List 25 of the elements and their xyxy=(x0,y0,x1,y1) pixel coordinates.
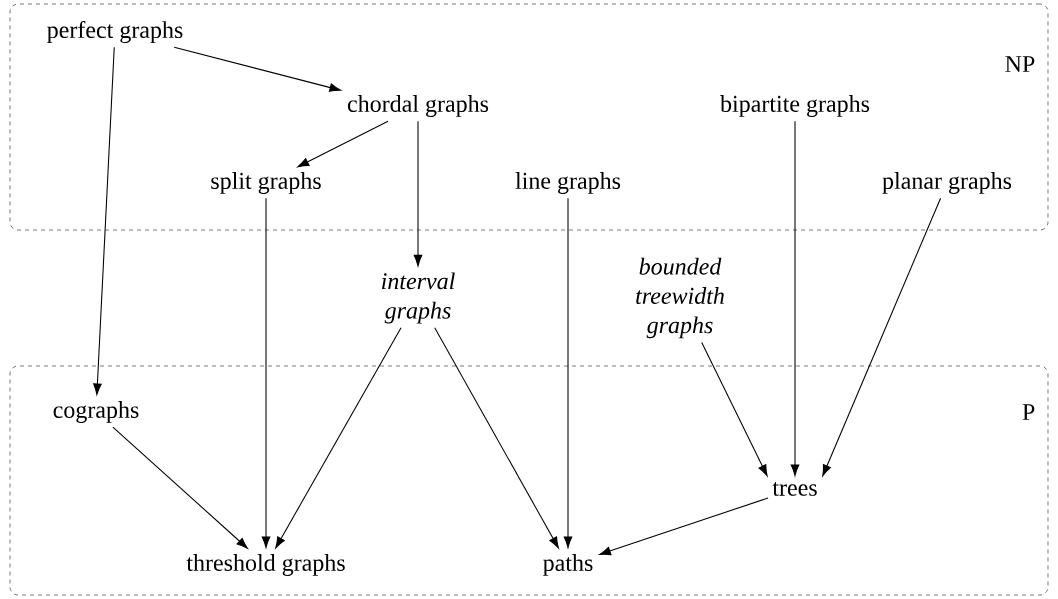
graph-class-label: line graphs xyxy=(515,172,621,194)
arrow xyxy=(93,46,115,395)
arrow xyxy=(822,197,942,477)
arrow xyxy=(599,497,769,556)
arrow xyxy=(275,327,402,549)
graph-class-label: planar graphs xyxy=(882,172,1012,194)
arrow xyxy=(563,197,573,549)
graph-class-label: chordal graphs xyxy=(347,95,489,117)
arrow xyxy=(413,120,423,267)
arrow xyxy=(297,120,389,168)
graph-class-label: bipartite graphs xyxy=(720,95,870,117)
graph-class-label: perfect graphs xyxy=(47,20,183,44)
arrow xyxy=(112,426,248,549)
graph-class-label: bounded treewidth graphs xyxy=(636,257,724,339)
graph-class-label: paths xyxy=(543,554,593,576)
arrow xyxy=(434,327,559,549)
arrow xyxy=(261,197,271,548)
graph-class-label: split graphs xyxy=(211,172,321,194)
arrow xyxy=(790,120,800,477)
graph-class-label: interval graphs xyxy=(382,272,455,324)
arrow xyxy=(701,341,768,477)
graph-class-label: cographs xyxy=(53,401,139,423)
graph-class-label: trees xyxy=(772,482,817,496)
graph-class-label: threshold graphs xyxy=(186,554,345,576)
arrow xyxy=(173,46,342,92)
